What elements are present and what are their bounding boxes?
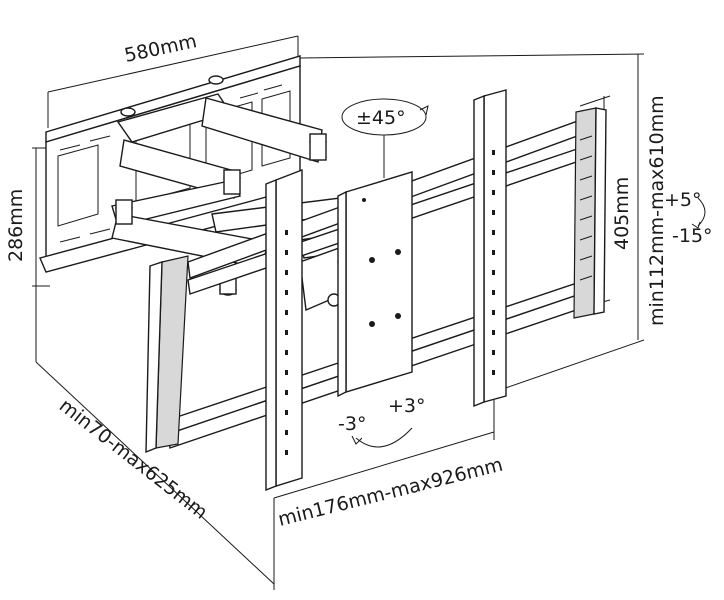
level-neg-label: -3°	[338, 413, 366, 435]
center-slide-plate	[337, 171, 413, 398]
level-pos-label: +3°	[388, 395, 426, 417]
vertical-range-label: min112mm-max610mm	[646, 95, 668, 326]
level-indicator	[351, 427, 413, 448]
swivel-indicator	[341, 98, 429, 178]
left-vertical-bracket	[265, 168, 303, 492]
horizontal-range-label: min176mm-max926mm	[276, 454, 505, 531]
left-bracket-holes	[285, 230, 288, 455]
swivel-angle-label: ±45°	[356, 107, 406, 129]
tilt-up-label: +5°	[664, 189, 702, 211]
right-ladder	[579, 135, 593, 281]
wall-height-label: 286mm	[5, 189, 27, 262]
tilt-indicator	[691, 197, 706, 229]
wall-width-label: 580mm	[122, 30, 198, 67]
frame-end-caps	[145, 107, 607, 454]
tilt-down-label: -15°	[672, 225, 713, 247]
right-bracket-holes	[492, 150, 495, 375]
right-vertical-bracket	[473, 89, 507, 408]
vertical-span-label: 405mm	[611, 177, 633, 250]
